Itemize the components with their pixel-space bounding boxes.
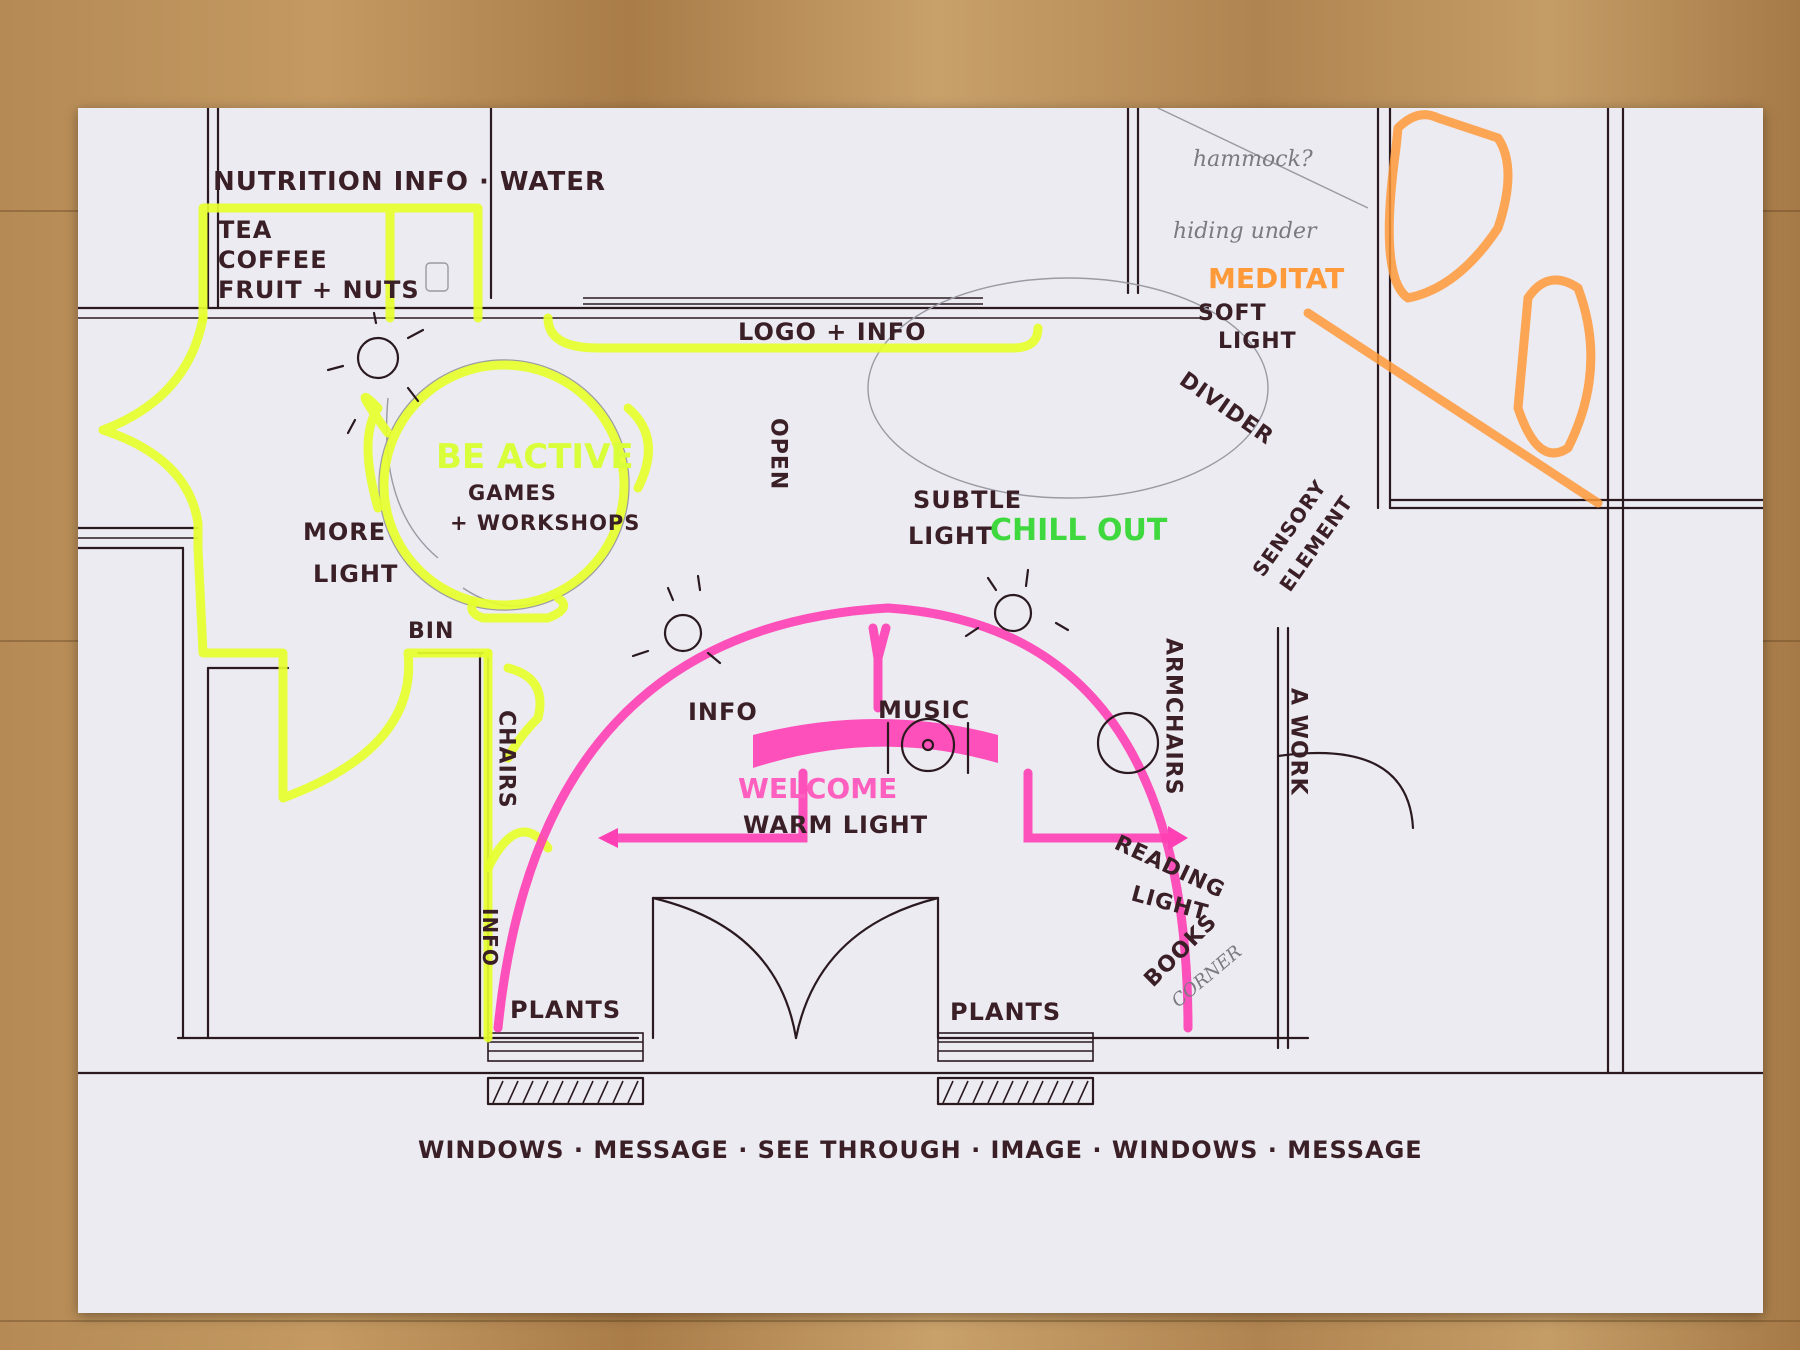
zone-welcome-outline <box>493 603 1193 1033</box>
label-hammock: hammock? <box>1193 147 1313 172</box>
label-info: INFO <box>688 698 758 726</box>
label-soft-light: LIGHT <box>1218 329 1297 354</box>
label-hiding: hiding under <box>1173 219 1318 244</box>
label-subtle-light: LIGHT <box>908 522 993 550</box>
label-logo: LOGO + INFO <box>738 318 927 346</box>
walls <box>78 108 1763 1106</box>
lamp-circle <box>1096 711 1160 775</box>
label-plants-right: PLANTS <box>950 998 1061 1026</box>
label-soft: SOFT <box>1198 301 1267 326</box>
label-divider: DIVIDER <box>1175 367 1279 450</box>
label-plants-left: PLANTS <box>510 996 621 1024</box>
sun-icon <box>964 568 1070 638</box>
label-nutrition: NUTRITION INFO · WATER <box>213 167 606 197</box>
sun-icon <box>326 311 425 435</box>
label-coffee: COFFEE <box>218 246 328 274</box>
floor-plan-drawing: NUTRITION INFO · WATER TEA COFFEE FRUIT … <box>78 108 1763 1164</box>
label-fruit: FRUIT + NUTS <box>218 276 420 304</box>
label-welcome: WELCOME <box>738 772 897 805</box>
label-warm-light: WARM LIGHT <box>743 811 928 839</box>
label-more-light: LIGHT <box>313 560 398 588</box>
label-windows: WINDOWS · MESSAGE · SEE THROUGH · IMAGE … <box>418 1136 1423 1164</box>
pencil-sketch <box>378 108 1369 611</box>
wood-seam <box>0 1320 1800 1322</box>
label-open: OPEN <box>766 418 791 490</box>
label-meditate: MEDITAT <box>1208 262 1344 295</box>
label-info-vertical: INFO <box>478 908 502 967</box>
label-subtle: SUBTLE <box>913 486 1022 514</box>
label-workshops: + WORKSHOPS <box>450 511 640 535</box>
label-tea: TEA <box>218 216 272 244</box>
label-be-active: BE ACTIVE <box>436 437 634 477</box>
label-more: MORE <box>303 518 386 546</box>
label-chairs: CHAIRS <box>494 710 519 809</box>
label-games: GAMES <box>468 481 557 505</box>
labels: NUTRITION INFO · WATER TEA COFFEE FRUIT … <box>213 147 1423 1164</box>
sun-icon <box>631 574 722 665</box>
label-music: MUSIC <box>878 696 970 724</box>
welcome-desk <box>753 719 998 768</box>
label-bin: BIN <box>408 619 454 644</box>
floor-plan-paper: NUTRITION INFO · WATER TEA COFFEE FRUIT … <box>78 108 1763 1313</box>
label-chillout: CHILL OUT <box>990 513 1168 548</box>
zone-meditate-outline <box>1303 110 1603 508</box>
label-work: A WORK <box>1286 688 1311 796</box>
label-armchairs: ARMCHAIRS <box>1161 638 1186 795</box>
